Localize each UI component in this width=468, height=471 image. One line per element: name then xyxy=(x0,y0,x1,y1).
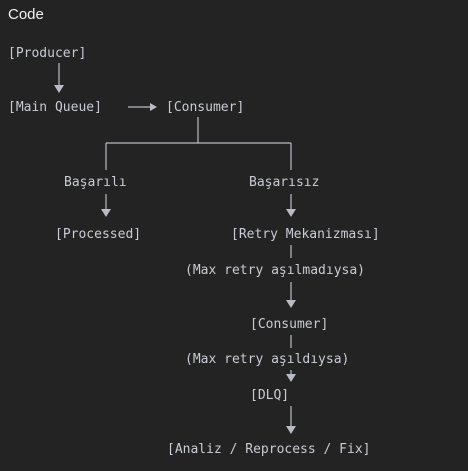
code-block-title: Code xyxy=(8,6,44,23)
arrowhead-down-icon xyxy=(101,209,111,217)
arrowhead-right-icon xyxy=(150,103,157,111)
label-retry-exceeded: (Max retry aşıldıysa) xyxy=(185,352,349,367)
label-retry-not-exceeded: (Max retry aşılmadıysa) xyxy=(185,263,365,278)
node-consumer-top: [Consumer] xyxy=(166,100,244,115)
node-dlq: [DLQ] xyxy=(250,388,289,403)
label-success: Başarılı xyxy=(64,175,127,190)
label-failure: Başarısız xyxy=(249,175,319,190)
node-retry: [Retry Mekanizması] xyxy=(231,227,380,242)
node-main-queue: [Main Queue] xyxy=(8,100,102,115)
arrowhead-down-icon xyxy=(286,374,296,382)
arrowhead-down-icon xyxy=(54,85,64,93)
node-processed: [Processed] xyxy=(55,227,141,242)
arrowhead-down-icon xyxy=(286,300,296,308)
node-analysis: [Analiz / Reprocess / Fix] xyxy=(167,442,371,457)
node-producer: [Producer] xyxy=(8,46,86,61)
arrowhead-down-icon xyxy=(286,209,296,217)
arrowhead-down-icon xyxy=(286,426,296,434)
node-consumer-bottom: [Consumer] xyxy=(250,317,328,332)
